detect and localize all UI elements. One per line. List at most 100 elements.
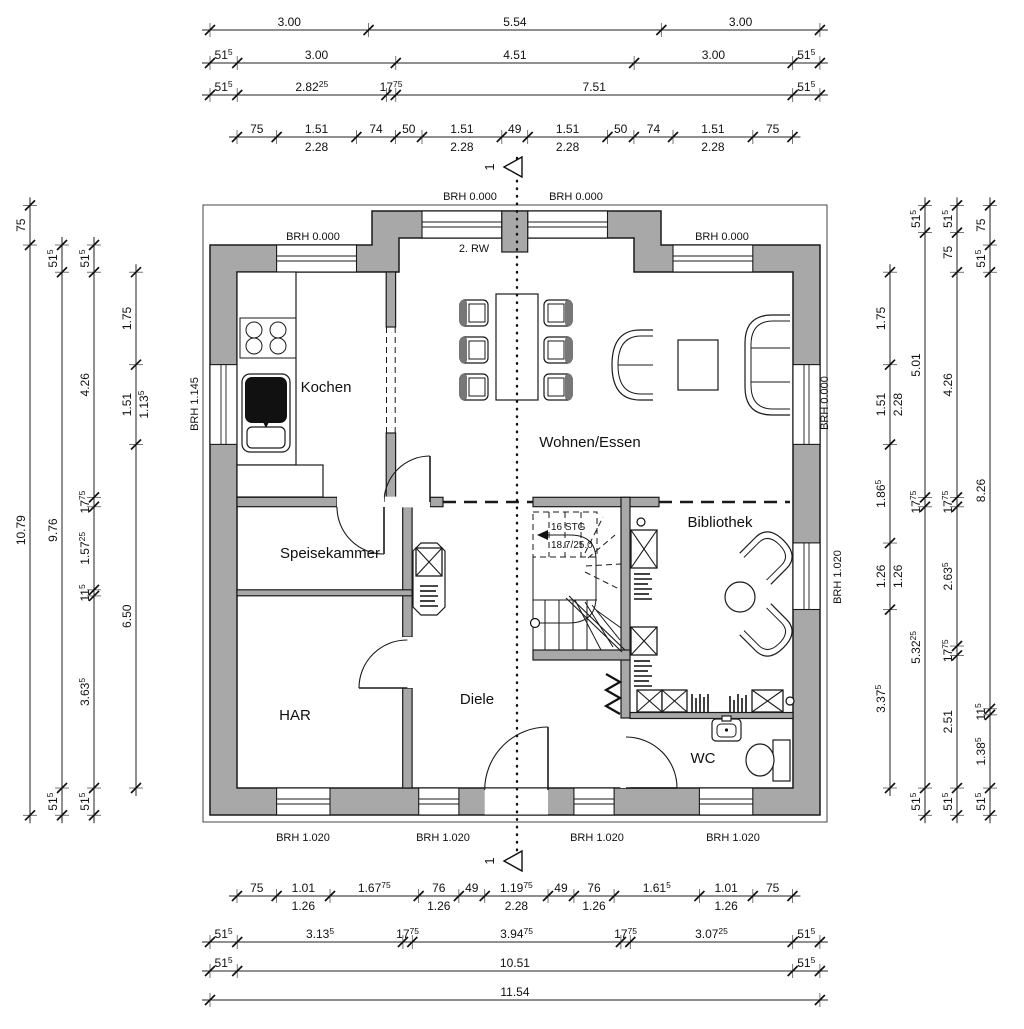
dim-label: 4.51: [503, 48, 527, 62]
dim-tick-slash: [919, 501, 931, 513]
dim-tick-slash: [324, 890, 336, 902]
window-diele-south-1: [418, 787, 460, 816]
dim-label: 1.75: [874, 306, 888, 330]
wall-speisekammer-har: [236, 589, 413, 597]
dim-tick-slash: [231, 965, 243, 977]
dim-label: 515: [973, 249, 988, 267]
armchair: [739, 603, 793, 657]
dim-tick-slash: [271, 131, 283, 143]
wall-stair-south: [532, 649, 631, 661]
dim-tick-slash: [951, 640, 963, 652]
coffee-table: [677, 339, 719, 391]
dim-label: 1.51: [120, 393, 134, 417]
dim-tick-slash: [204, 89, 216, 101]
dim-tick-slash: [130, 266, 142, 278]
dim-tick-slash: [787, 936, 799, 948]
section-number-bottom: 1: [482, 857, 497, 864]
dim-tick-slash: [624, 936, 636, 948]
dim-tick-slash: [88, 491, 100, 503]
dim-label: 515: [908, 792, 923, 810]
room-label-wc: WC: [691, 750, 716, 767]
dim-label: 1.385: [973, 737, 988, 765]
brh-label: BRH 1.020: [832, 550, 844, 604]
dim-label: 1.1975: [500, 880, 533, 895]
wall-wc-north: [629, 711, 794, 720]
dim-label: 515: [940, 792, 955, 810]
dim-tick-slash: [406, 936, 418, 948]
dim-tick-slash: [951, 266, 963, 278]
dim-label: 75: [941, 245, 955, 259]
dim-tick-slash: [814, 965, 826, 977]
dim-sublabel: 1.135: [136, 390, 151, 418]
dim-label: 1.01: [714, 881, 738, 895]
dim-label: 75: [974, 218, 988, 232]
dim-tick-slash: [951, 809, 963, 821]
dim-label: 1.51: [450, 122, 474, 136]
dim-tick-slash: [231, 936, 243, 948]
dim-label: 75: [14, 218, 28, 232]
speisekammer-door: [336, 496, 385, 555]
dim-tick-slash: [984, 782, 996, 794]
dim-tick-slash: [787, 57, 799, 69]
dim-label: 115: [77, 584, 92, 601]
dim-tick-slash: [884, 359, 896, 371]
dim-tick-slash: [951, 227, 963, 239]
dim-label: 4.26: [941, 373, 955, 397]
shafts: [412, 517, 795, 715]
brh-label: BRH 0.000: [819, 376, 831, 430]
dim-tick-slash: [130, 438, 142, 451]
dim-tick-slash: [389, 131, 402, 143]
dim-label: 50: [402, 122, 416, 136]
brh-label: BRH 1.020: [416, 832, 470, 844]
toilet: [745, 739, 791, 782]
dim-label: 2.635: [940, 562, 955, 590]
dim-label: 6.50: [120, 604, 134, 628]
dim-tick-slash: [24, 199, 36, 212]
dim-sublabel: 1.26: [582, 899, 606, 913]
section-line: 1 1: [482, 155, 523, 873]
dim-tick-slash: [204, 936, 216, 948]
dim-label: 515: [215, 955, 233, 970]
dim-tick-slash: [628, 131, 640, 143]
dim-label: 49: [508, 122, 522, 136]
window-north-center-2: [527, 210, 609, 239]
dim-tick-slash: [919, 491, 931, 503]
dim-label: 2.51: [941, 710, 955, 734]
dim-tick-slash: [919, 199, 931, 212]
dim-tick-slash: [951, 501, 963, 513]
washbasin: [711, 715, 742, 742]
room-label-kochen: Kochen: [301, 379, 352, 396]
dim-label: 4.26: [78, 373, 92, 397]
window-wc-south: [698, 787, 754, 816]
dim-label: 1775: [77, 490, 92, 513]
dim-label: 49: [554, 881, 568, 895]
kitchen-counter: [236, 271, 324, 498]
dim-tick-slash: [88, 266, 100, 278]
bibliothek-furniture: [724, 531, 793, 657]
dim-tick-slash: [350, 131, 363, 143]
bibliothek-shelf-row: [636, 689, 795, 713]
dim-label: 1.51: [874, 393, 888, 417]
wall-kochen-east-upper: [385, 271, 397, 328]
dim-label: 75: [766, 881, 780, 895]
dim-label: 10.51: [500, 956, 530, 970]
dim-label: 49: [465, 881, 479, 895]
wall-har-diele-lower: [402, 687, 413, 789]
chimney-block: [412, 542, 446, 616]
dim-tick-slash: [884, 537, 896, 549]
dim-tick-slash: [787, 89, 799, 101]
dim-tick-slash: [655, 24, 667, 36]
dim-tick-slash: [413, 890, 425, 902]
room-labels: Kochen Wohnen/Essen Speisekammer HAR Die…: [279, 379, 753, 767]
brh-label: BRH 0.000: [695, 231, 749, 243]
dim-tick-slash: [453, 890, 465, 902]
dim-tick-slash: [204, 994, 216, 1006]
dim-tick-slash: [984, 199, 996, 212]
dim-tick-slash: [951, 199, 963, 212]
room-label-har: HAR: [279, 707, 311, 724]
dim-label: 76: [587, 881, 601, 895]
dim-sublabel: 1.26: [427, 899, 451, 913]
